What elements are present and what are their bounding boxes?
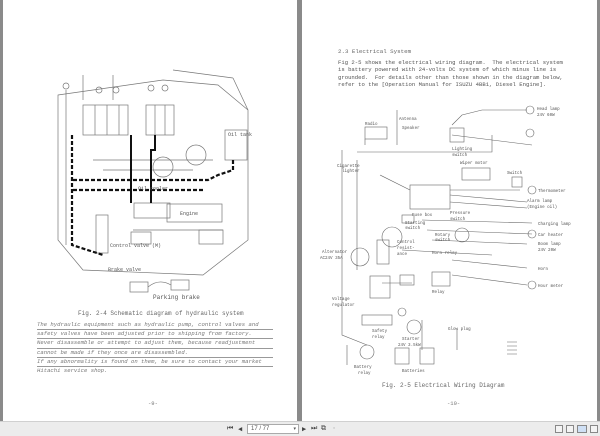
label-control-resistance-2: resist-: [397, 246, 415, 251]
label-car-heater: Car heater: [538, 233, 564, 238]
label-radio: Radio: [365, 122, 378, 127]
label-battery-relay-2: relay: [358, 371, 371, 376]
pdf-page-left: Oil tank Oil cooler Engine Control valve…: [3, 0, 297, 421]
label-boom-lamp: Boom lamp: [538, 242, 561, 247]
label-alarm-lamp-2: (Engine oil): [527, 205, 557, 210]
viewer-toolbar: ⏮ ◀ 17 / 77 ▾ ▶ ⏭ ⧉ ▫: [0, 421, 600, 436]
label-rotary-switch: Rotary: [435, 234, 451, 238]
label-voltage-regulator-2: regulator: [332, 303, 355, 308]
label-battery-relay: Battery: [354, 366, 372, 370]
label-safety-relay-2: relay: [372, 335, 385, 340]
hydraulic-diagram: Oil tank Oil cooler Engine Control valve…: [57, 69, 252, 293]
section-title: 2.3 Electrical System: [338, 48, 412, 55]
single-page-icon[interactable]: [555, 425, 563, 433]
label-pressure-switch-2: switch: [450, 217, 466, 222]
label-horn: Horn: [538, 268, 549, 272]
page-number: -10-: [447, 400, 461, 407]
copy-icon[interactable]: ▫: [332, 425, 337, 433]
label-switch: Switch: [507, 171, 523, 176]
label-speaker: Speaker: [402, 126, 420, 131]
label-cigarette: Cigarette: [337, 164, 360, 169]
hydraulic-note: The hydraulic equipment such as hydrauli…: [37, 321, 273, 375]
label-head-lamp-spec: 24V 60W: [537, 114, 555, 118]
label-batteries: Batteries: [402, 369, 425, 374]
pdf-page-right: 2.3 Electrical System Fig 2-5 shows the …: [302, 0, 597, 421]
note-line: The hydraulic equipment such as hydrauli…: [37, 321, 273, 331]
label-lighting-switch-2: switch: [452, 153, 468, 158]
figure-caption-2-4: Fig. 2-4 Schematic diagram of hydraulic …: [78, 310, 244, 317]
chevron-down-icon[interactable]: ▾: [293, 426, 296, 432]
label-antenna: Antenna: [399, 118, 417, 122]
first-page-icon[interactable]: ⏮: [227, 425, 234, 433]
label-thermometer: Thermometer: [538, 189, 566, 194]
page-number: -9-: [148, 400, 158, 407]
label-alternator-spec: AC24V 35A: [320, 257, 343, 261]
page-indicator: 17 / 77: [251, 426, 270, 432]
note-line: If any abnormality is found on them, be …: [37, 358, 273, 368]
label-safety-relay: Safety: [372, 329, 388, 334]
label-voltage-regulator: Voltage: [332, 297, 350, 302]
label-starter-spec: 24V 3.5kW: [398, 343, 421, 348]
engine-label: Engine: [180, 211, 198, 217]
wiring-diagram: Radio Antenna Speaker Head lamp 24V 60W …: [320, 105, 571, 376]
label-rotary-switch-2: switch: [435, 238, 451, 243]
label-alternator: Alternator: [322, 250, 348, 255]
label-charging-lamp: Charging lamp: [538, 222, 571, 227]
note-line: Never disassemble or attempt to adjust t…: [37, 339, 273, 349]
prev-page-icon[interactable]: ◀: [238, 426, 243, 434]
label-starting-switch-2: switch: [405, 226, 421, 231]
bookmark-icon[interactable]: [566, 425, 574, 433]
oil-cooler-label: Oil cooler: [138, 186, 168, 192]
parking-brake-label: Parking brake: [153, 294, 200, 301]
label-horn-relay: Horn relay: [432, 251, 458, 256]
label-wiper-motor: Wiper motor: [460, 161, 488, 166]
label-boom-lamp-spec: 24V 20W: [538, 249, 556, 253]
label-head-lamp: Head lamp: [537, 107, 560, 112]
two-page-icon[interactable]: [577, 425, 587, 433]
note-line: safety valves have been adjusted prior t…: [37, 330, 273, 340]
label-lighting-switch: Lighting: [452, 147, 473, 152]
next-page-icon[interactable]: ▶: [302, 426, 307, 434]
label-control-resistance: Control: [397, 240, 415, 245]
oil-tank-label: Oil tank: [228, 132, 252, 138]
last-page-icon[interactable]: ⏭: [311, 425, 318, 433]
note-line: cannot be made if they once are disassem…: [37, 349, 273, 358]
label-lighter: lighter: [342, 169, 360, 174]
section-paragraph: Fig 2-5 shows the electrical wiring diag…: [338, 59, 563, 89]
label-fuse-box: Fuse box: [412, 213, 433, 218]
page-number-input[interactable]: 17 / 77 ▾: [247, 424, 299, 434]
label-starting-switch: Starting: [405, 221, 426, 226]
rotate-icon[interactable]: ⧉: [321, 425, 326, 433]
label-relay: Relay: [432, 290, 445, 295]
label-pressure-switch: Pressure: [450, 212, 471, 216]
label-glow-plug: Glow plug: [448, 327, 471, 332]
fit-icon[interactable]: [590, 425, 598, 433]
label-starter: Starter: [402, 338, 420, 342]
label-control-resistance-3: ance: [397, 253, 408, 257]
label-hour-meter: Hour meter: [538, 285, 564, 289]
label-alarm-lamp: Alarm lamp: [527, 199, 553, 204]
control-valve-label: Control valve (M): [110, 243, 161, 249]
brake-valve-label: Brake valve: [108, 267, 141, 273]
note-line: Hitachi service shop.: [37, 367, 108, 375]
figure-caption-2-5: Fig. 2-5 Electrical Wiring Diagram: [382, 382, 505, 389]
